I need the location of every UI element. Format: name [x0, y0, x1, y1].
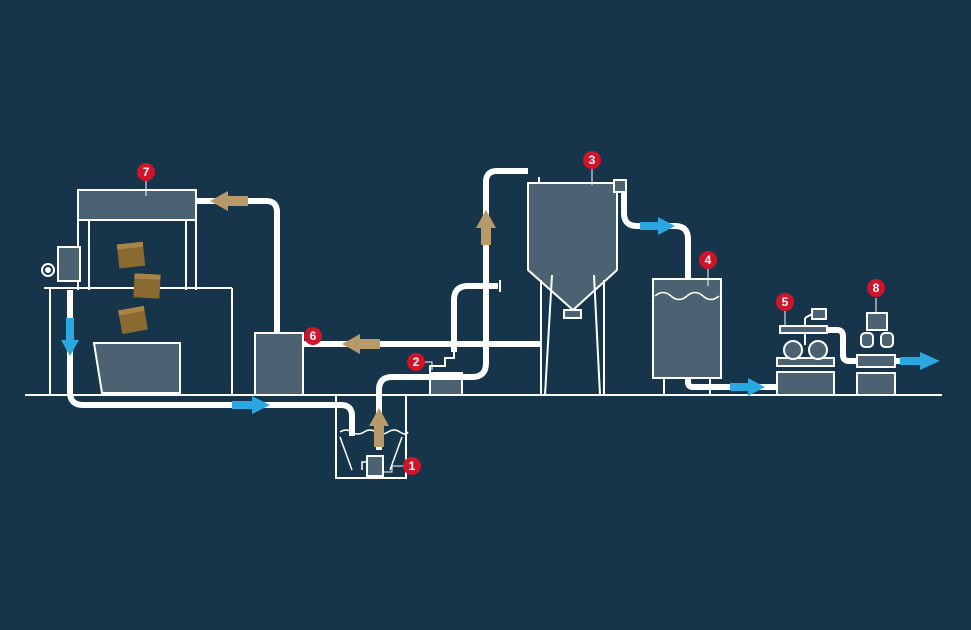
motor-box	[57, 246, 81, 282]
svg-text:7: 7	[143, 165, 150, 179]
press-5	[776, 308, 835, 396]
roller-icon	[808, 340, 828, 360]
pump-1	[366, 455, 384, 477]
svg-text:6: 6	[310, 329, 317, 343]
flow-arrow-right	[900, 352, 940, 370]
flow-arrow-up	[369, 408, 389, 447]
marker-8: 8	[867, 279, 885, 297]
roller-icon	[783, 340, 803, 360]
press-to-separator-pipe	[827, 327, 857, 364]
flow-arrow-left	[210, 191, 248, 211]
falling-boxes	[116, 241, 161, 335]
collection-bin	[92, 342, 181, 394]
recirculation-pipe	[196, 198, 280, 333]
box-icon	[118, 305, 148, 335]
flow-arrow-down	[61, 318, 79, 356]
svg-text:8: 8	[873, 281, 880, 295]
tank-6	[254, 332, 304, 396]
svg-text:3: 3	[589, 153, 596, 167]
hopper-3	[527, 177, 627, 396]
svg-text:4: 4	[705, 253, 712, 267]
marker-5: 5	[776, 293, 794, 311]
tank4-to-press-pipe	[685, 378, 777, 390]
box-icon	[116, 241, 146, 269]
flow-arrow-right	[730, 378, 765, 396]
marker-4: 4	[699, 251, 717, 269]
flow-arrow-left	[342, 334, 380, 354]
svg-text:2: 2	[413, 355, 420, 369]
flow-arrow-right	[232, 396, 270, 414]
marker-7: 7	[137, 163, 155, 181]
pit-to-hopper-pipe	[376, 168, 528, 450]
svg-text:5: 5	[782, 295, 789, 309]
washing-machine-7	[41, 189, 233, 395]
markers: 1 2 3 4 5 6 7 8	[137, 151, 885, 475]
pump-2	[429, 352, 463, 396]
marker-3: 3	[583, 151, 601, 169]
return-pipe	[67, 290, 355, 436]
piping	[67, 168, 910, 450]
machine-7-top-housing	[77, 189, 197, 221]
flow-arrows	[61, 191, 940, 447]
flow-arrow-right	[640, 217, 675, 235]
flow-arrow-up	[476, 210, 496, 245]
marker-2: 2	[407, 353, 425, 371]
marker-6: 6	[304, 327, 322, 345]
hopper-to-tank4-pipe	[621, 192, 691, 279]
pump-2-branch-pipe	[451, 283, 498, 352]
marker-1: 1	[403, 457, 421, 475]
box-icon	[133, 273, 161, 299]
tank-4	[652, 278, 722, 395]
tank-4-liquid-surface	[654, 291, 720, 301]
separator-8	[856, 312, 896, 396]
svg-text:1: 1	[409, 459, 416, 473]
drive-pulley-icon	[41, 263, 55, 277]
